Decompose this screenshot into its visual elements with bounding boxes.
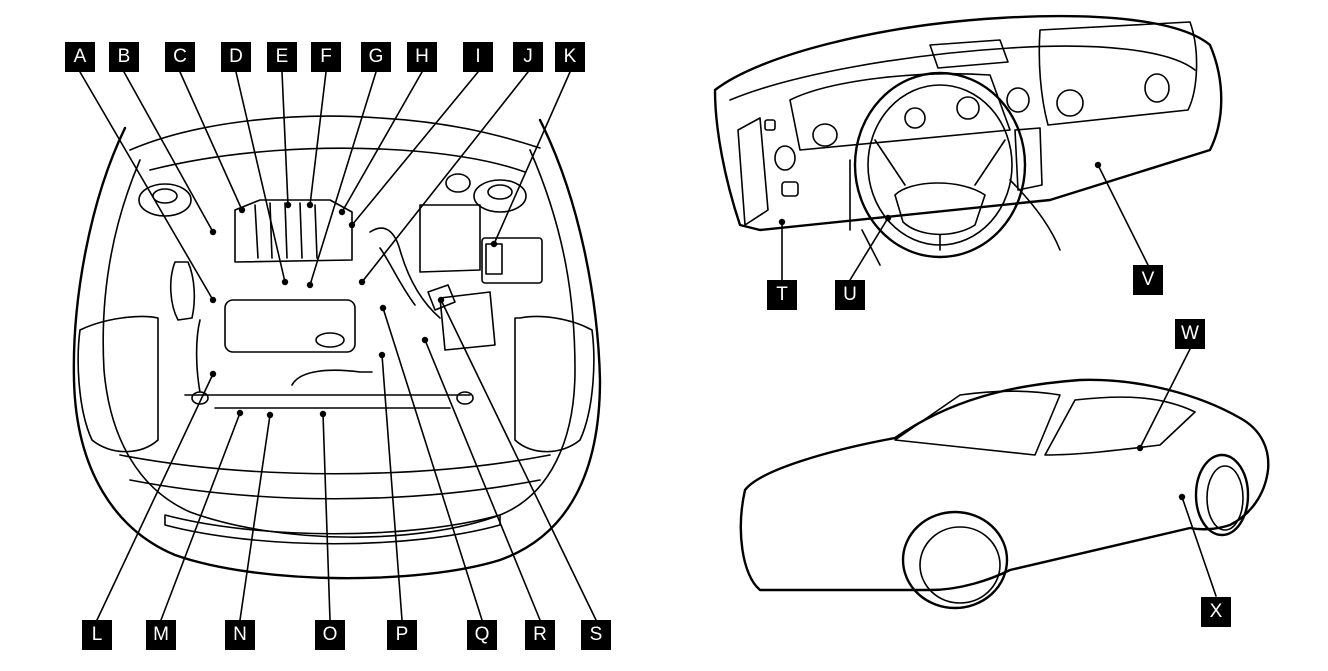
label-s: S [581, 620, 611, 650]
label-p: P [387, 620, 417, 650]
component-dots [209, 161, 1186, 501]
leader-lines [79, 71, 1217, 621]
label-f: F [311, 42, 341, 72]
car-side-view-drawing [739, 378, 1270, 610]
label-k: K [555, 42, 585, 72]
label-a: A [65, 42, 95, 72]
label-i: I [463, 42, 493, 72]
label-u: U [835, 280, 865, 310]
label-b: B [109, 42, 139, 72]
label-o: O [315, 620, 345, 650]
label-l: L [82, 620, 112, 650]
label-x: X [1201, 597, 1231, 627]
label-c: C [165, 42, 195, 72]
label-e: E [267, 42, 297, 72]
engine-compartment-drawing [72, 115, 602, 580]
label-w: W [1175, 319, 1205, 349]
label-d: D [221, 42, 251, 72]
label-m: M [146, 620, 176, 650]
label-g: G [361, 42, 391, 72]
label-q: Q [467, 620, 497, 650]
label-r: R [525, 620, 555, 650]
label-v: V [1133, 265, 1163, 295]
dashboard-drawing [713, 14, 1223, 266]
label-h: H [407, 42, 437, 72]
label-t: T [767, 280, 797, 310]
label-j: J [513, 42, 543, 72]
label-n: N [225, 620, 255, 650]
